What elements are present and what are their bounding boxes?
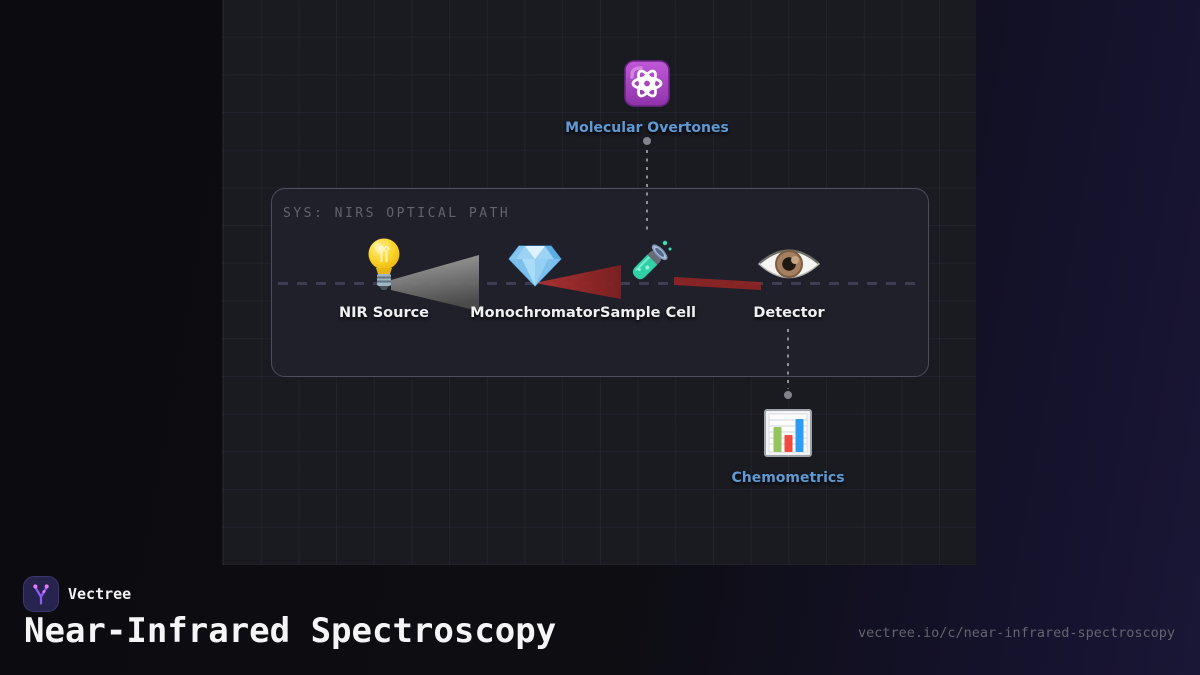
brand-name: Vectree [68, 585, 132, 603]
diagram-canvas: SYS: NIRS OPTICAL PATH [222, 0, 976, 565]
station-label: Detector [753, 305, 825, 321]
brand-row: Vectree [23, 576, 131, 612]
annotation-molecular-overtones: Molecular Overtones [547, 60, 747, 136]
station-label: Sample Cell [600, 305, 696, 321]
connector-bottom-dashed-line [787, 329, 789, 389]
station-detector: Detector [714, 235, 864, 321]
station-sample-cell: Sample Cell [573, 235, 723, 321]
vectree-logo-icon [23, 576, 59, 612]
optical-path-panel: SYS: NIRS OPTICAL PATH [271, 188, 929, 377]
panel-title: SYS: NIRS OPTICAL PATH [283, 206, 511, 221]
connector-top-endpoint [643, 137, 651, 145]
annotation-chemometrics: Chemometrics [688, 409, 888, 486]
bar-chart-icon [688, 409, 888, 457]
page-title: Near-Infrared Spectroscopy [24, 611, 557, 651]
station-monochromator: Monochromator [460, 235, 610, 321]
station-label: NIR Source [338, 305, 430, 321]
annotation-label: Molecular Overtones [565, 120, 729, 136]
eye-icon [714, 235, 864, 293]
test-tube-icon [573, 235, 723, 293]
atom-icon [547, 60, 747, 107]
gem-icon [460, 235, 610, 293]
light-bulb-icon [309, 235, 459, 293]
station-nir-source: NIR Source [309, 235, 459, 321]
page-url: vectree.io/c/near-infrared-spectroscopy [858, 625, 1175, 641]
annotation-label: Chemometrics [731, 470, 845, 486]
station-label: Monochromator [470, 305, 600, 321]
connector-bottom-endpoint [784, 391, 792, 399]
connector-top-dashed-line [646, 150, 648, 231]
